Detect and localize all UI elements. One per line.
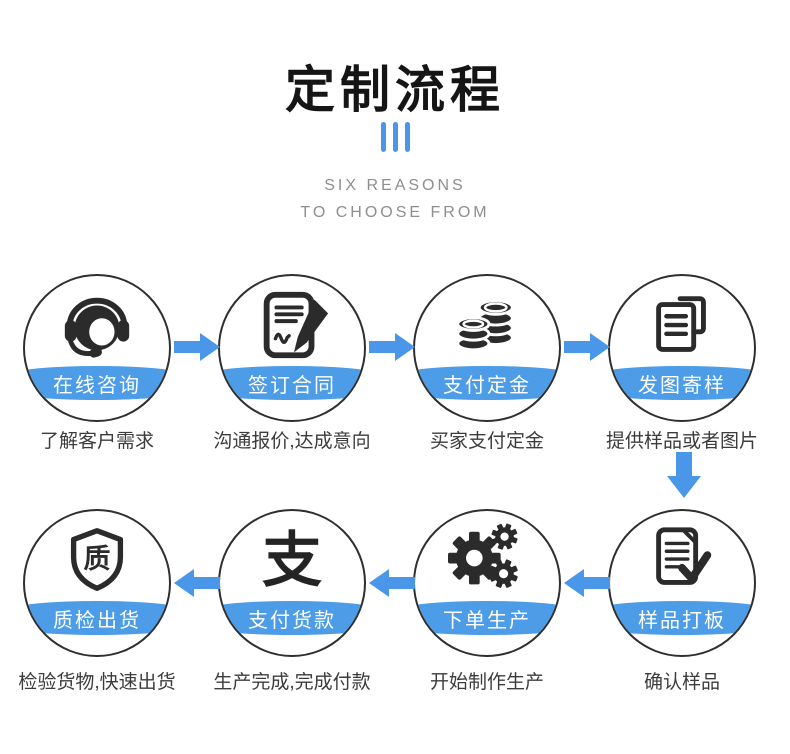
triple-bar-divider-icon: [0, 122, 790, 152]
step-label-band: 在线咨询: [25, 366, 169, 400]
alipay-glyph: 支: [262, 527, 322, 594]
step-label-band: 下单生产: [415, 601, 559, 635]
step-quality-ship: 质 质检出货 检验货物,快速出货: [18, 509, 176, 693]
step-label: 样品打板: [638, 609, 726, 632]
step-sign-contract: 签订合同 沟通报价,达成意向: [213, 274, 371, 452]
step-caption: 确认样品: [643, 672, 721, 693]
subtitle-line1: SIX REASONS: [324, 177, 466, 194]
arrow-right-icon: [174, 332, 220, 362]
alipay-pay-icon: 支: [220, 521, 364, 601]
step-label: 签订合同: [248, 374, 336, 397]
step-sample-proofing: 样品打板 确认样品: [608, 509, 756, 693]
step-label-band: 支付货款: [220, 601, 364, 635]
step-circle: 质 质检出货: [23, 509, 171, 657]
step-circle: 支 支付货款: [218, 509, 366, 657]
step-label-band: 支付定金: [415, 366, 559, 400]
arrow-left-icon: [564, 568, 610, 598]
step-label: 下单生产: [443, 609, 531, 632]
arrow-left-icon: [174, 568, 220, 598]
step-label-band: 签订合同: [220, 366, 364, 400]
gears-icon: [415, 521, 559, 601]
step-circle: 在线咨询: [23, 274, 171, 422]
step-label: 支付定金: [443, 374, 531, 397]
step-label: 发图寄样: [638, 374, 726, 397]
step-caption: 买家支付定金: [429, 431, 545, 452]
step-circle: 签订合同: [218, 274, 366, 422]
step-order-production: 下单生产 开始制作生产: [413, 509, 561, 693]
coins-icon: [415, 286, 559, 366]
step-caption: 生产完成,完成付款: [213, 672, 371, 693]
subtitle-line2: TO CHOOSE FROM: [300, 204, 490, 221]
step-send-samples: 发图寄样 提供样品或者图片: [606, 274, 758, 452]
step-circle: 样品打板: [608, 509, 756, 657]
step-circle: 下单生产: [413, 509, 561, 657]
document-check-icon: [610, 521, 754, 601]
step-caption: 检验货物,快速出货: [18, 672, 176, 693]
step-label-band: 质检出货: [25, 601, 169, 635]
step-circle: 支付定金: [413, 274, 561, 422]
step-label: 在线咨询: [53, 374, 141, 397]
step-pay-deposit: 支付定金 买家支付定金: [413, 274, 561, 452]
step-caption: 提供样品或者图片: [605, 431, 759, 452]
step-label-band: 发图寄样: [610, 366, 754, 400]
step-pay-balance: 支 支付货款 生产完成,完成付款: [213, 509, 371, 693]
step-caption: 了解客户需求: [39, 431, 155, 452]
quality-glyph: 质: [83, 544, 111, 574]
quality-shield-icon: 质: [25, 521, 169, 601]
step-caption: 沟通报价,达成意向: [213, 431, 371, 452]
arrow-left-icon: [369, 568, 415, 598]
customer-service-headset-icon: [25, 286, 169, 366]
page-title: 定制流程: [285, 62, 505, 118]
arrow-right-icon: [564, 332, 610, 362]
step-caption: 开始制作生产: [429, 672, 545, 693]
step-online-consult: 在线咨询 了解客户需求: [23, 274, 171, 452]
step-label: 支付货款: [248, 609, 336, 632]
step-circle: 发图寄样: [608, 274, 756, 422]
documents-icon: [610, 286, 754, 366]
arrow-down-icon: [666, 452, 702, 498]
step-label: 质检出货: [53, 609, 141, 632]
arrow-right-icon: [369, 332, 415, 362]
contract-pen-icon: [220, 286, 364, 366]
step-label-band: 样品打板: [610, 601, 754, 635]
